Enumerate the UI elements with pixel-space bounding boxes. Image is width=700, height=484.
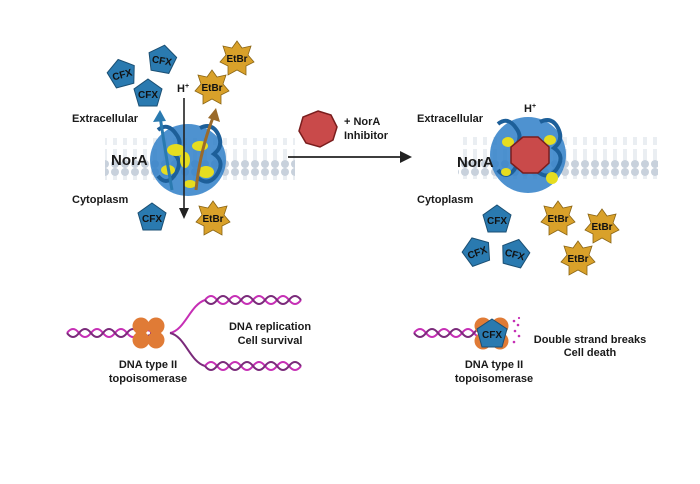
svg-text:CFX: CFX [482,330,502,341]
svg-text:CFX: CFX [487,216,507,227]
svg-text:CFX: CFX [151,54,173,68]
cfx-efflux-arrow [158,115,174,191]
breaks-outcome-line1: Double strand breaks [534,334,646,346]
svg-text:EtBr: EtBr [567,254,588,265]
svg-text:EtBr: EtBr [201,83,222,94]
cfx-molecule: CFX [148,44,178,74]
proton-arrowhead [179,208,189,219]
svg-text:EtBr: EtBr [226,54,247,65]
proton-charge-left: + [185,83,189,90]
nora-label-right: NorA [457,154,494,171]
etbr-molecule: EtBr [194,69,230,105]
cytoplasm-label-right: Cytoplasm [417,194,473,206]
extracellular-label-left: Extracellular [72,113,139,125]
bound-cfx-molecule: CFX [476,318,508,348]
proton-label-left: H [177,83,185,95]
cfx-molecule: CFX [106,58,135,89]
etbr-molecule: EtBr [540,200,576,236]
cfx-molecule: CFX [502,238,531,269]
dna-strand [413,328,487,338]
bound-inhibitor-octagon-icon [510,136,550,174]
cytoplasm-label-left: Cytoplasm [72,194,128,206]
enzyme-label-line2-left: topoisomerase [109,373,187,385]
left-panel: H+ Extracellular NorA Cytoplasm CFX CFX … [72,40,295,236]
etbr-molecule: EtBr [560,240,596,276]
nora-label-left: NorA [111,152,148,169]
etbr-molecule: EtBr [584,208,620,244]
svg-text:H+: H+ [177,83,189,95]
transition-arrowhead [400,151,412,163]
dna-daughter-lower-strand [204,361,302,371]
inhibitor-label-line1: + NorA [344,116,380,128]
inhibitor-octagon-icon [298,110,338,148]
etbr-molecule: EtBr [219,40,255,76]
topoisomerase-enzyme [132,317,165,349]
etbr-molecule: EtBr [195,200,231,236]
extracellular-label-right: Extracellular [417,113,484,125]
replication-outcome-line2: Cell survival [238,335,303,347]
svg-text:EtBr: EtBr [547,214,568,225]
cfx-efflux-arrowhead [153,110,166,122]
svg-text:H+: H+ [524,103,536,115]
etbr-efflux-arrowhead [208,108,220,122]
svg-text:CFX: CFX [138,90,158,101]
svg-text:CFX: CFX [504,248,526,264]
svg-text:CFX: CFX [111,67,133,83]
dna-fork-upper [169,299,206,334]
enzyme-label-line1-left: DNA type II [119,359,177,371]
breaks-outcome-line2: Cell death [564,347,617,359]
enzyme-label-line2-right: topoisomerase [455,373,533,385]
dna-replication-panel: DNA replication Cell survival DNA type I… [66,295,311,385]
dna-breaks-panel: CFX Double strand breaks Cell death DNA … [413,316,646,385]
svg-text:EtBr: EtBr [202,214,223,225]
proton-charge-right: + [532,103,536,110]
inhibitor-label-line2: Inhibitor [344,130,389,142]
right-panel: H+ Extracellular NorA Cytoplasm CFX CFX … [417,103,658,276]
enzyme-label-line1-right: DNA type II [465,359,523,371]
svg-text:CFX: CFX [142,214,162,225]
cfx-molecule: CFX [133,78,163,107]
etbr-efflux-arrow [194,114,216,191]
cfx-molecule: CFX [461,237,491,267]
inhibitor-transition: + NorA Inhibitor [288,110,412,163]
dna-daughter-upper-strand [204,295,302,305]
cfx-molecule: CFX [137,202,167,231]
svg-text:EtBr: EtBr [591,222,612,233]
replication-outcome-line1: DNA replication [229,321,311,333]
dna-fork-lower [169,332,206,367]
dna-fragments [512,316,521,344]
proton-label-right: H [524,103,532,115]
cfx-molecule: CFX [482,204,512,233]
